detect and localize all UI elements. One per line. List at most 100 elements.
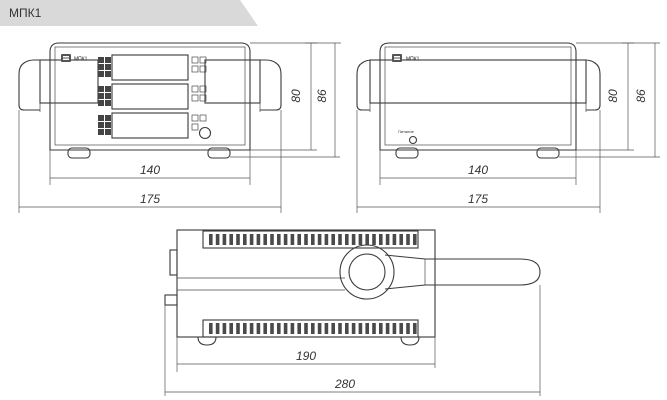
fin-slot (215, 234, 220, 245)
power-knob-icon (198, 126, 212, 140)
fin-slot (385, 323, 390, 334)
top-view (164, 229, 541, 346)
fin-slot (209, 323, 213, 334)
rear-handle-bar (369, 59, 587, 104)
rear-dimensions: 140 175 80 86 (356, 42, 660, 213)
left-indicator-buttons (98, 57, 111, 135)
fin-slot (263, 323, 267, 334)
fin-slot (365, 323, 369, 334)
side-switch (169, 249, 178, 276)
top-dimensions: 190 280 (164, 285, 541, 396)
display-1 (111, 54, 189, 81)
front-device-label: МПК1 (74, 57, 88, 63)
fin-slot (324, 234, 329, 245)
fin-slot (379, 234, 383, 245)
fin-slot (331, 323, 335, 334)
fin-slot (351, 323, 356, 334)
fin-slot (304, 234, 308, 245)
fin-slot (256, 323, 261, 334)
fin-slot (358, 234, 363, 245)
fin-slot (283, 234, 288, 245)
upper-cooling-fins (202, 230, 419, 249)
fin-slot (331, 234, 335, 245)
top-dim-280: 280 (334, 377, 355, 391)
right-handle (204, 59, 282, 112)
fin-slot (270, 234, 274, 245)
fin-slot (345, 234, 349, 245)
fin-slot (399, 234, 403, 245)
right-control-buttons (191, 56, 207, 131)
fin-slot (304, 323, 308, 334)
handle-ring (339, 244, 395, 300)
fin-slot (392, 323, 397, 334)
fin-slot (406, 234, 410, 245)
rear-device-label: МПК1 (406, 57, 420, 63)
fin-slot (263, 234, 267, 245)
display-3 (111, 112, 189, 139)
fin-slot (311, 234, 315, 245)
fin-slot (243, 234, 247, 245)
fin-slot (358, 323, 363, 334)
brand-logo-icon (61, 54, 71, 62)
upper-fin-slots (209, 234, 417, 245)
side-connector (164, 294, 178, 306)
power-connector-label: Питание (398, 129, 415, 134)
front-dimensions: 140 175 80 86 (18, 42, 341, 213)
rear-dim-140: 140 (468, 163, 488, 177)
front-dim-80: 80 (289, 89, 303, 103)
fin-slot (229, 234, 233, 245)
fin-slot (345, 323, 349, 334)
rear-right-handle (576, 59, 601, 112)
fin-slot (365, 234, 369, 245)
fin-slot (317, 323, 322, 334)
fin-slot (379, 323, 383, 334)
fin-slot (277, 323, 281, 334)
page-title: МПК1 (9, 6, 42, 20)
lower-cooling-fins (202, 319, 419, 338)
fin-slot (297, 234, 301, 245)
fin-slot (413, 323, 417, 334)
fin-slot (372, 234, 376, 245)
fin-slot (406, 323, 410, 334)
lower-fin-slots (209, 323, 417, 334)
front-dim-140: 140 (140, 163, 160, 177)
fin-slot (222, 234, 227, 245)
fin-slot (256, 234, 261, 245)
fin-slot (277, 234, 281, 245)
fin-slot (290, 234, 295, 245)
fin-slot (338, 323, 342, 334)
front-dim-86: 86 (315, 89, 329, 103)
fin-slot (215, 323, 220, 334)
fin-slot (385, 234, 390, 245)
front-dim-175: 175 (140, 192, 160, 206)
left-handle (18, 59, 99, 112)
fin-slot (392, 234, 397, 245)
fin-slot (243, 323, 247, 334)
fin-slot (351, 234, 356, 245)
fin-slot (236, 234, 240, 245)
fin-slot (290, 323, 295, 334)
rear-left-handle (356, 59, 380, 112)
fin-slot (270, 323, 274, 334)
fin-slot (399, 323, 403, 334)
display-2 (111, 83, 189, 110)
fin-slot (311, 323, 315, 334)
front-view: МПК1 (18, 42, 282, 159)
rear-dim-175: 175 (468, 192, 488, 206)
power-connector-icon (408, 135, 418, 145)
header-tab (0, 0, 258, 26)
fin-slot (209, 234, 213, 245)
rear-dim-80: 80 (606, 89, 620, 103)
fin-slot (413, 234, 417, 245)
rear-dim-86: 86 (634, 89, 648, 103)
fin-slot (222, 323, 227, 334)
fin-slot (249, 234, 254, 245)
fin-slot (236, 323, 240, 334)
fin-slot (317, 234, 322, 245)
rear-view: МПК1 Питание (356, 42, 601, 159)
fin-slot (324, 323, 329, 334)
fin-slot (229, 323, 233, 334)
fin-slot (283, 323, 288, 334)
handle-ring-inner (348, 253, 386, 291)
